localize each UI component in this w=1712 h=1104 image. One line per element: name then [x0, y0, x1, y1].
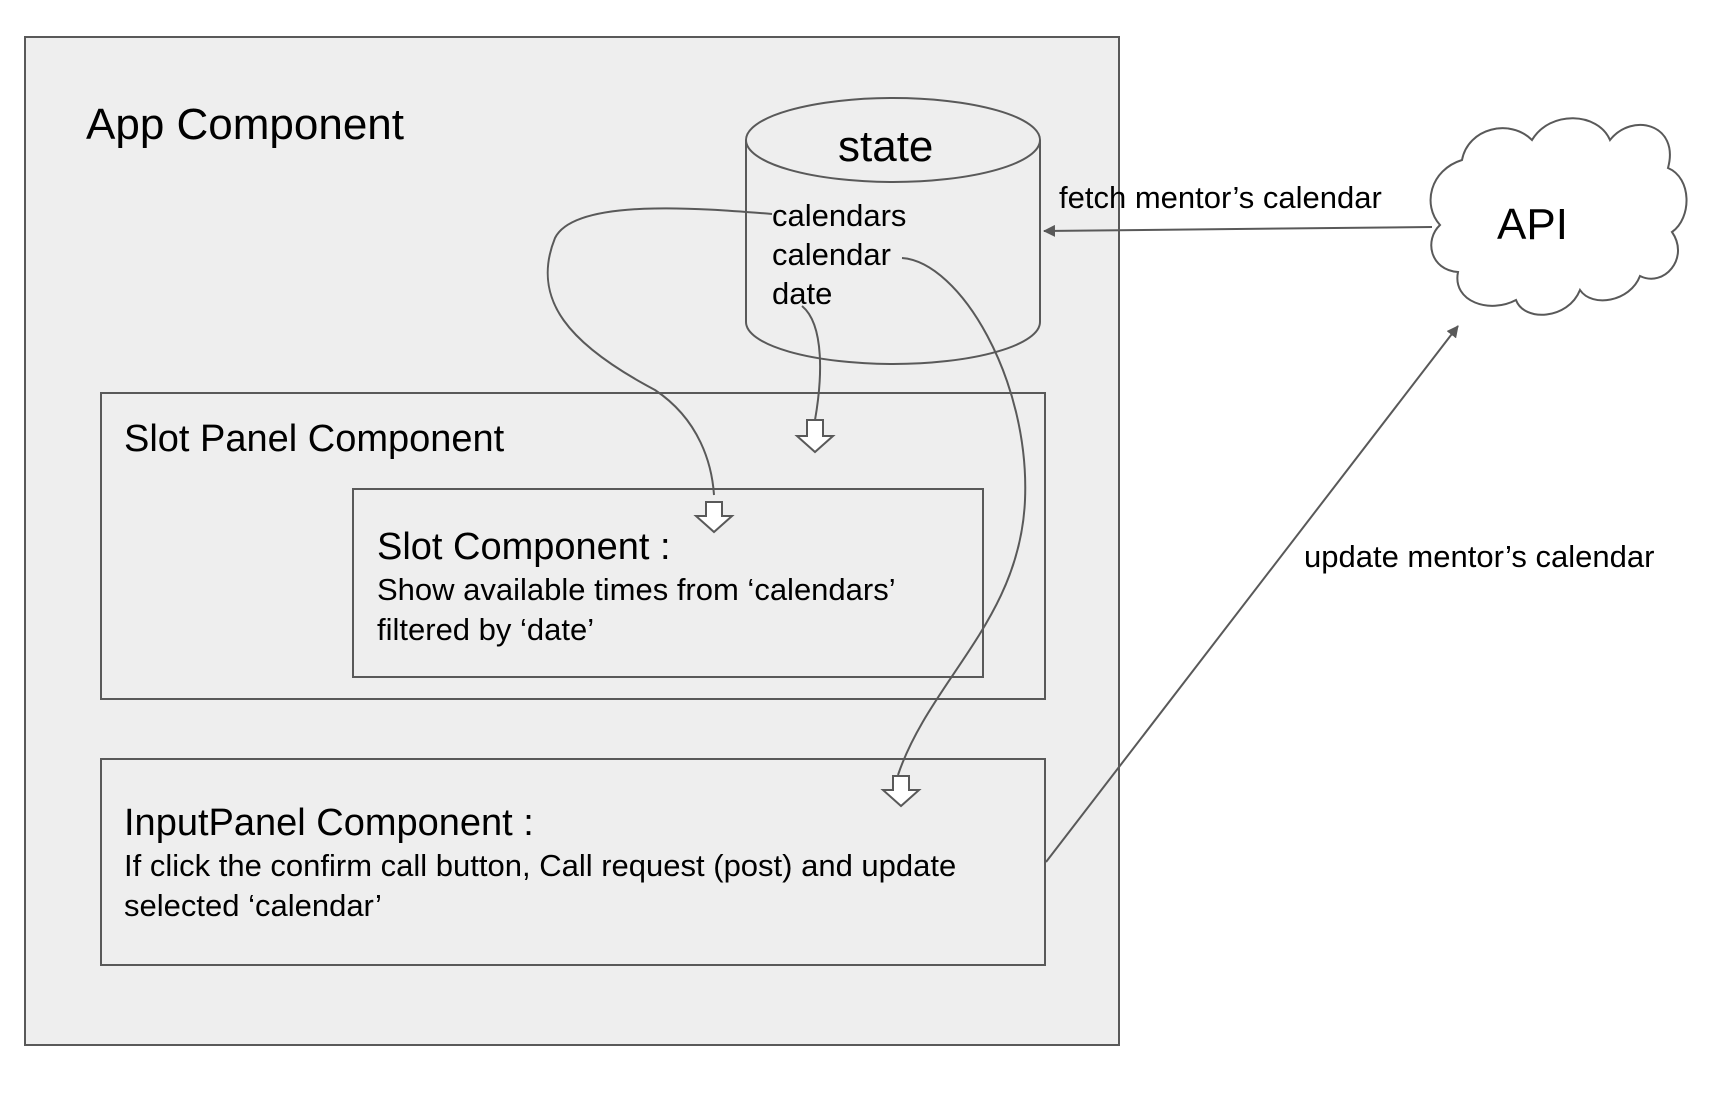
- input-panel-component-description-line: If click the confirm call button, Call r…: [124, 848, 957, 883]
- slot-component-description-line: filtered by ‘date’: [377, 612, 595, 647]
- calendar-flow-curve: [897, 257, 1027, 776]
- date-flow-curve: [801, 305, 822, 421]
- slot-component-box: [352, 488, 984, 678]
- app-component-title: App Component: [86, 100, 404, 149]
- calendars-flow-curve: [546, 207, 773, 496]
- state-store-cylinder: [745, 97, 1041, 365]
- api-cloud-shape: [1429, 117, 1688, 316]
- state-field-date: date: [772, 276, 833, 311]
- calendars-hollow-arrow-icon: [693, 501, 735, 534]
- slot-component-description-line: Show available times from ‘calendars’: [377, 572, 896, 607]
- slot-component-title: Slot Component :: [377, 526, 671, 568]
- fetch-arrow: [1043, 224, 1433, 237]
- update-edge-label: update mentor’s calendar: [1304, 539, 1655, 574]
- state-store-title: state: [838, 122, 934, 171]
- slot-panel-component-title: Slot Panel Component: [124, 418, 505, 460]
- input-panel-component-title: InputPanel Component :: [124, 802, 534, 844]
- fetch-edge-label: fetch mentor’s calendar: [1059, 180, 1382, 215]
- update-arrow: [1045, 325, 1459, 863]
- calendar-hollow-arrow-icon: [880, 775, 922, 808]
- state-field-calendars: calendars: [772, 198, 907, 233]
- state-field-calendar: calendar: [772, 237, 891, 272]
- input-panel-component-description-line: selected ‘calendar’: [124, 888, 382, 923]
- date-hollow-arrow-icon: [794, 419, 836, 454]
- api-label: API: [1497, 200, 1568, 249]
